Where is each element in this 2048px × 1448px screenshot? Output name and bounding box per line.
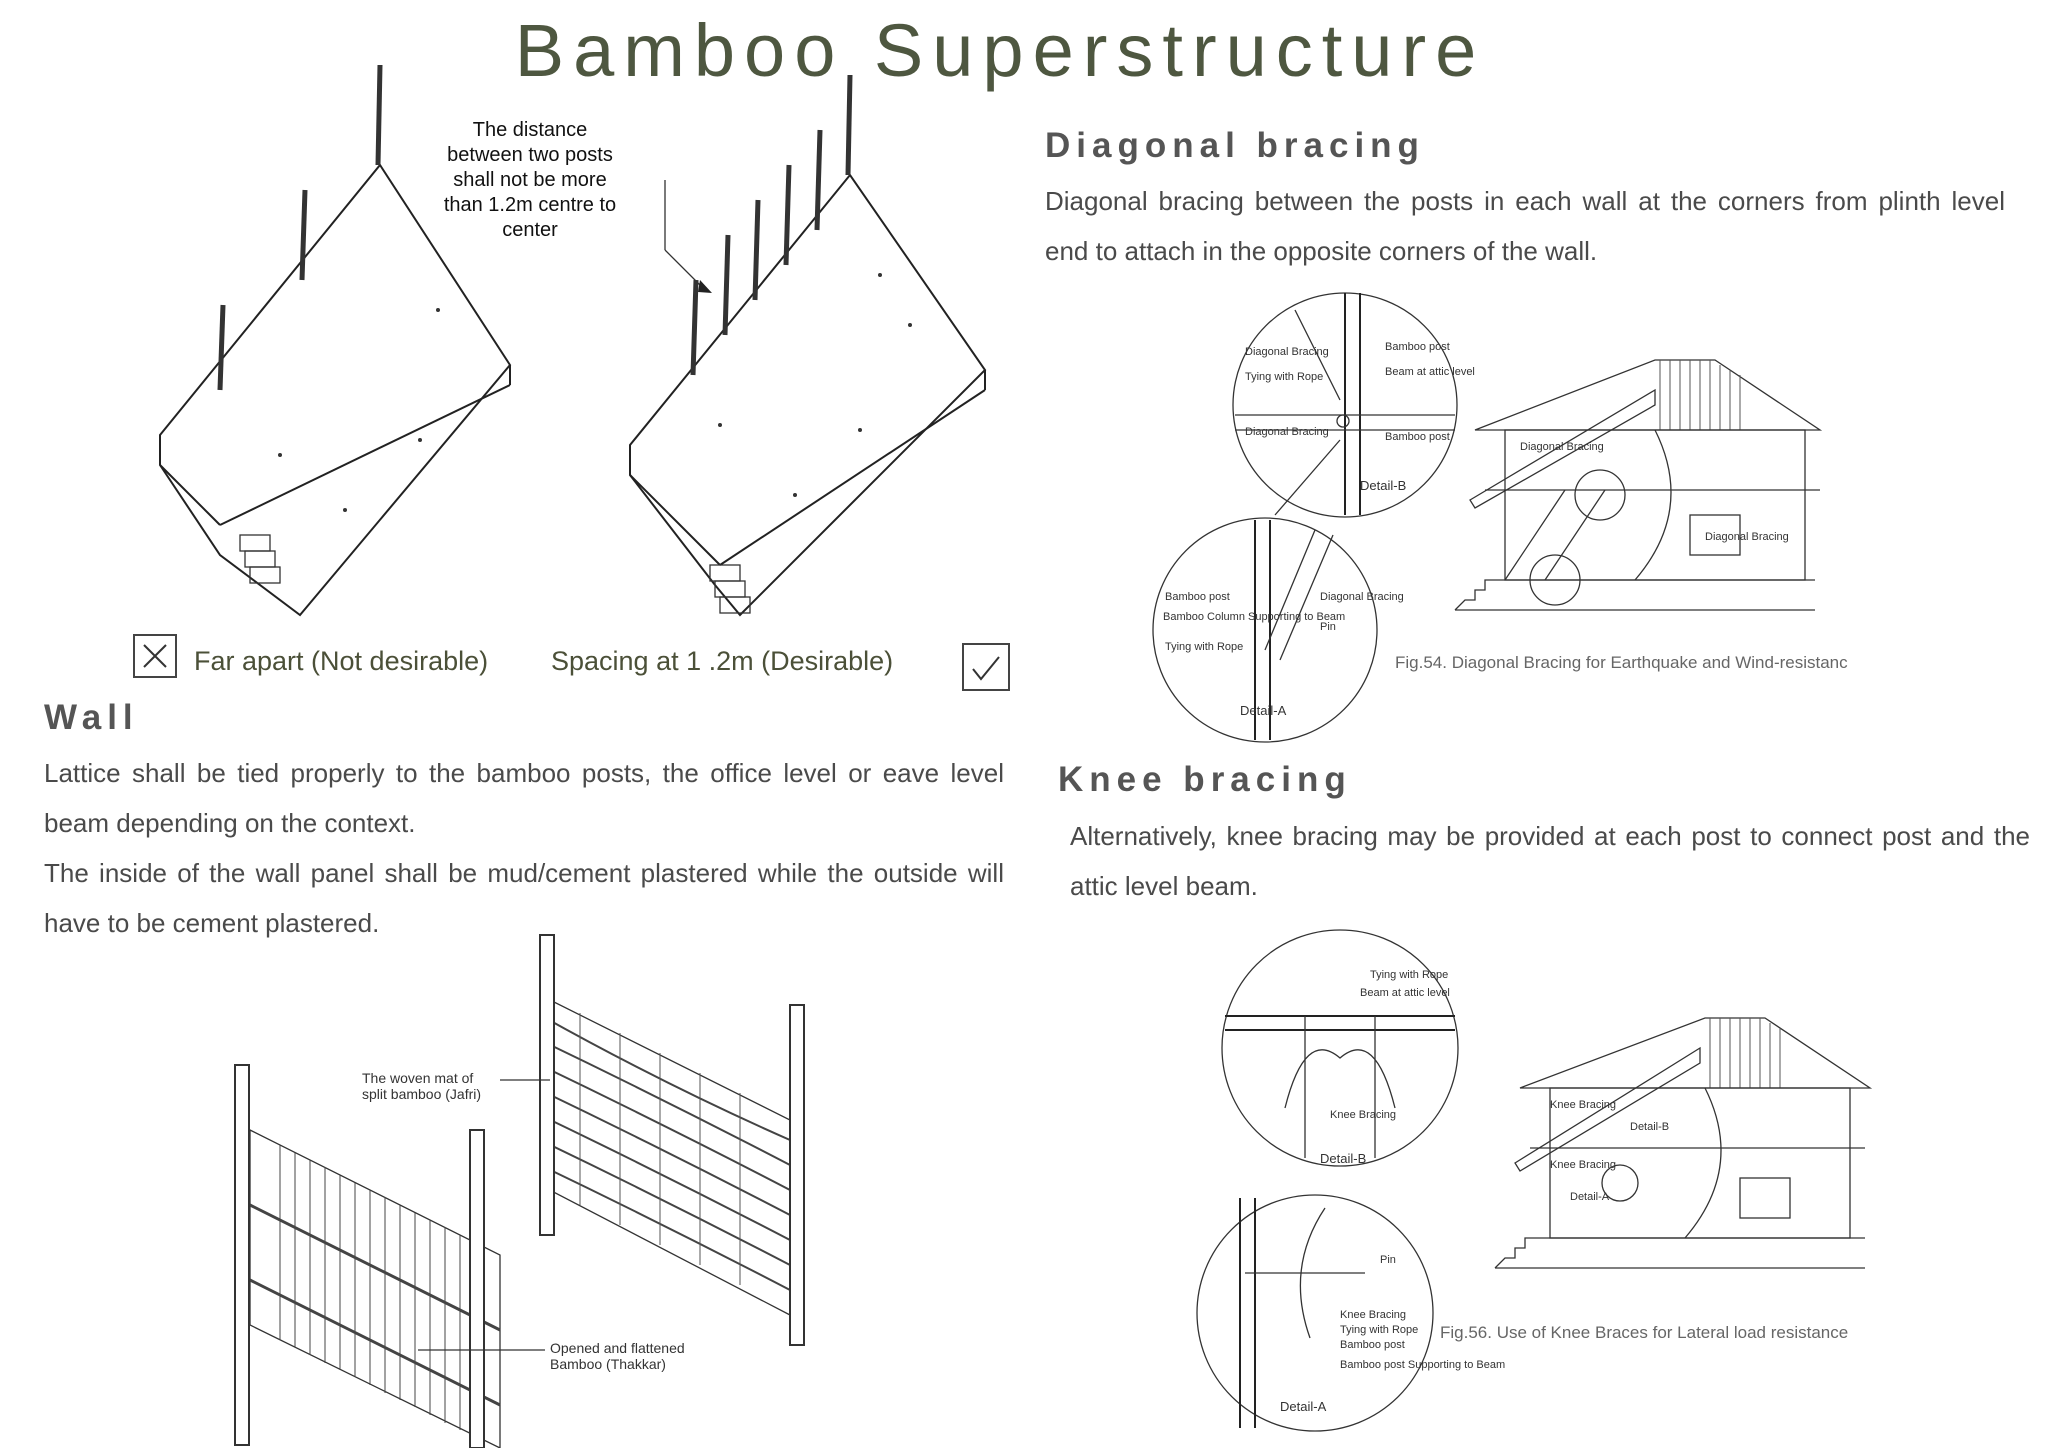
detail-b-title: Detail-B [1360,478,1406,493]
house-detail-b: Detail-B [1630,1121,1669,1133]
detail-b-bamboo-post: Bamboo post [1385,341,1450,353]
detail-b-bamboo-post-2: Bamboo post [1385,431,1450,443]
cross-box-icon [133,634,177,678]
far-apart-label: Far apart (Not desirable) [194,646,489,676]
knee-bracing-drawing: Tying with Rope Beam at attic level Knee… [1196,929,1873,1432]
post-distance-note: The distance between two posts shall not… [443,119,617,241]
knee-detail-b-beam: Beam at attic level [1360,987,1450,999]
knee-detail-a-title: Detail-A [1280,1399,1327,1414]
diagonal-bracing-drawing: Bamboo post Beam at attic level Bamboo p… [1152,292,1848,743]
detail-a-pin-label: Pin [1320,621,1336,633]
plinth-desirable-spacing-drawing [629,74,987,617]
knee-detail-a-bracing: Knee Bracing [1340,1309,1406,1321]
knee-detail-a-pin: Pin [1380,1254,1396,1266]
wall-lattice-drawing [234,934,805,1448]
knee-detail-a-post: Bamboo post [1340,1339,1405,1351]
wall-heading: Wall [44,698,139,737]
spacing-label: Spacing at 1 .2m (Desirable) [551,646,894,676]
wall-text-1: Lattice shall be tied properly to the ba… [44,758,1004,838]
house-knee-label: Knee Bracing [1550,1099,1616,1111]
diagonal-bracing-heading: Diagonal bracing [1045,126,1425,165]
knee-detail-b-title: Detail-B [1320,1151,1366,1166]
detail-b-diagonal-label: Diagonal Bracing [1245,346,1329,358]
knee-detail-b-bracing: Knee Bracing [1330,1109,1396,1121]
detail-a-tying-label: Tying with Rope [1165,641,1243,653]
house-knee-label-2: Knee Bracing [1550,1159,1616,1171]
house-diagonal-label: Diagonal Bracing [1520,441,1604,453]
check-box-icon [962,643,1010,691]
detail-a-title: Detail-A [1240,703,1287,718]
flattened-bamboo-label: Opened and flattened Bamboo (Thakkar) [550,1340,685,1372]
detail-b-beam-label: Beam at attic level [1385,366,1475,378]
house-detail-a: Detail-A [1570,1191,1610,1203]
house-diagonal-label-2: Diagonal Bracing [1705,531,1789,543]
detail-a-bamboo-post: Bamboo post [1165,591,1230,603]
knee-bracing-heading: Knee bracing [1058,760,1352,799]
knee-detail-a-support: Bamboo post Supporting to Beam [1340,1359,1505,1371]
knee-bracing-text: Alternatively, knee bracing may be provi… [1070,821,2030,901]
detail-a-column-label: Bamboo Column Supporting to Beam [1163,611,1345,623]
woven-mat-label: The woven mat of split bamboo (Jafri) [362,1070,482,1102]
plinth-far-apart-drawing [159,64,512,617]
page-title: Bamboo Superstructure [514,9,1486,92]
diagonal-bracing-text: Diagonal bracing between the posts in ea… [1045,186,2005,266]
knee-detail-b-rope: Tying with Rope [1370,969,1448,981]
diagonal-figure-caption: Fig.54. Diagonal Bracing for Earthquake … [1395,653,1848,672]
knee-figure-caption: Fig.56. Use of Knee Braces for Lateral l… [1440,1323,1848,1342]
detail-b-diagonal-label-2: Diagonal Bracing [1245,426,1329,438]
knee-detail-a-rope: Tying with Rope [1340,1324,1418,1336]
wall-text-2: The inside of the wall panel shall be mu… [44,858,1004,938]
detail-a-diagonal-label: Diagonal Bracing [1320,591,1404,603]
detail-b-tying-label: Tying with Rope [1245,371,1323,383]
